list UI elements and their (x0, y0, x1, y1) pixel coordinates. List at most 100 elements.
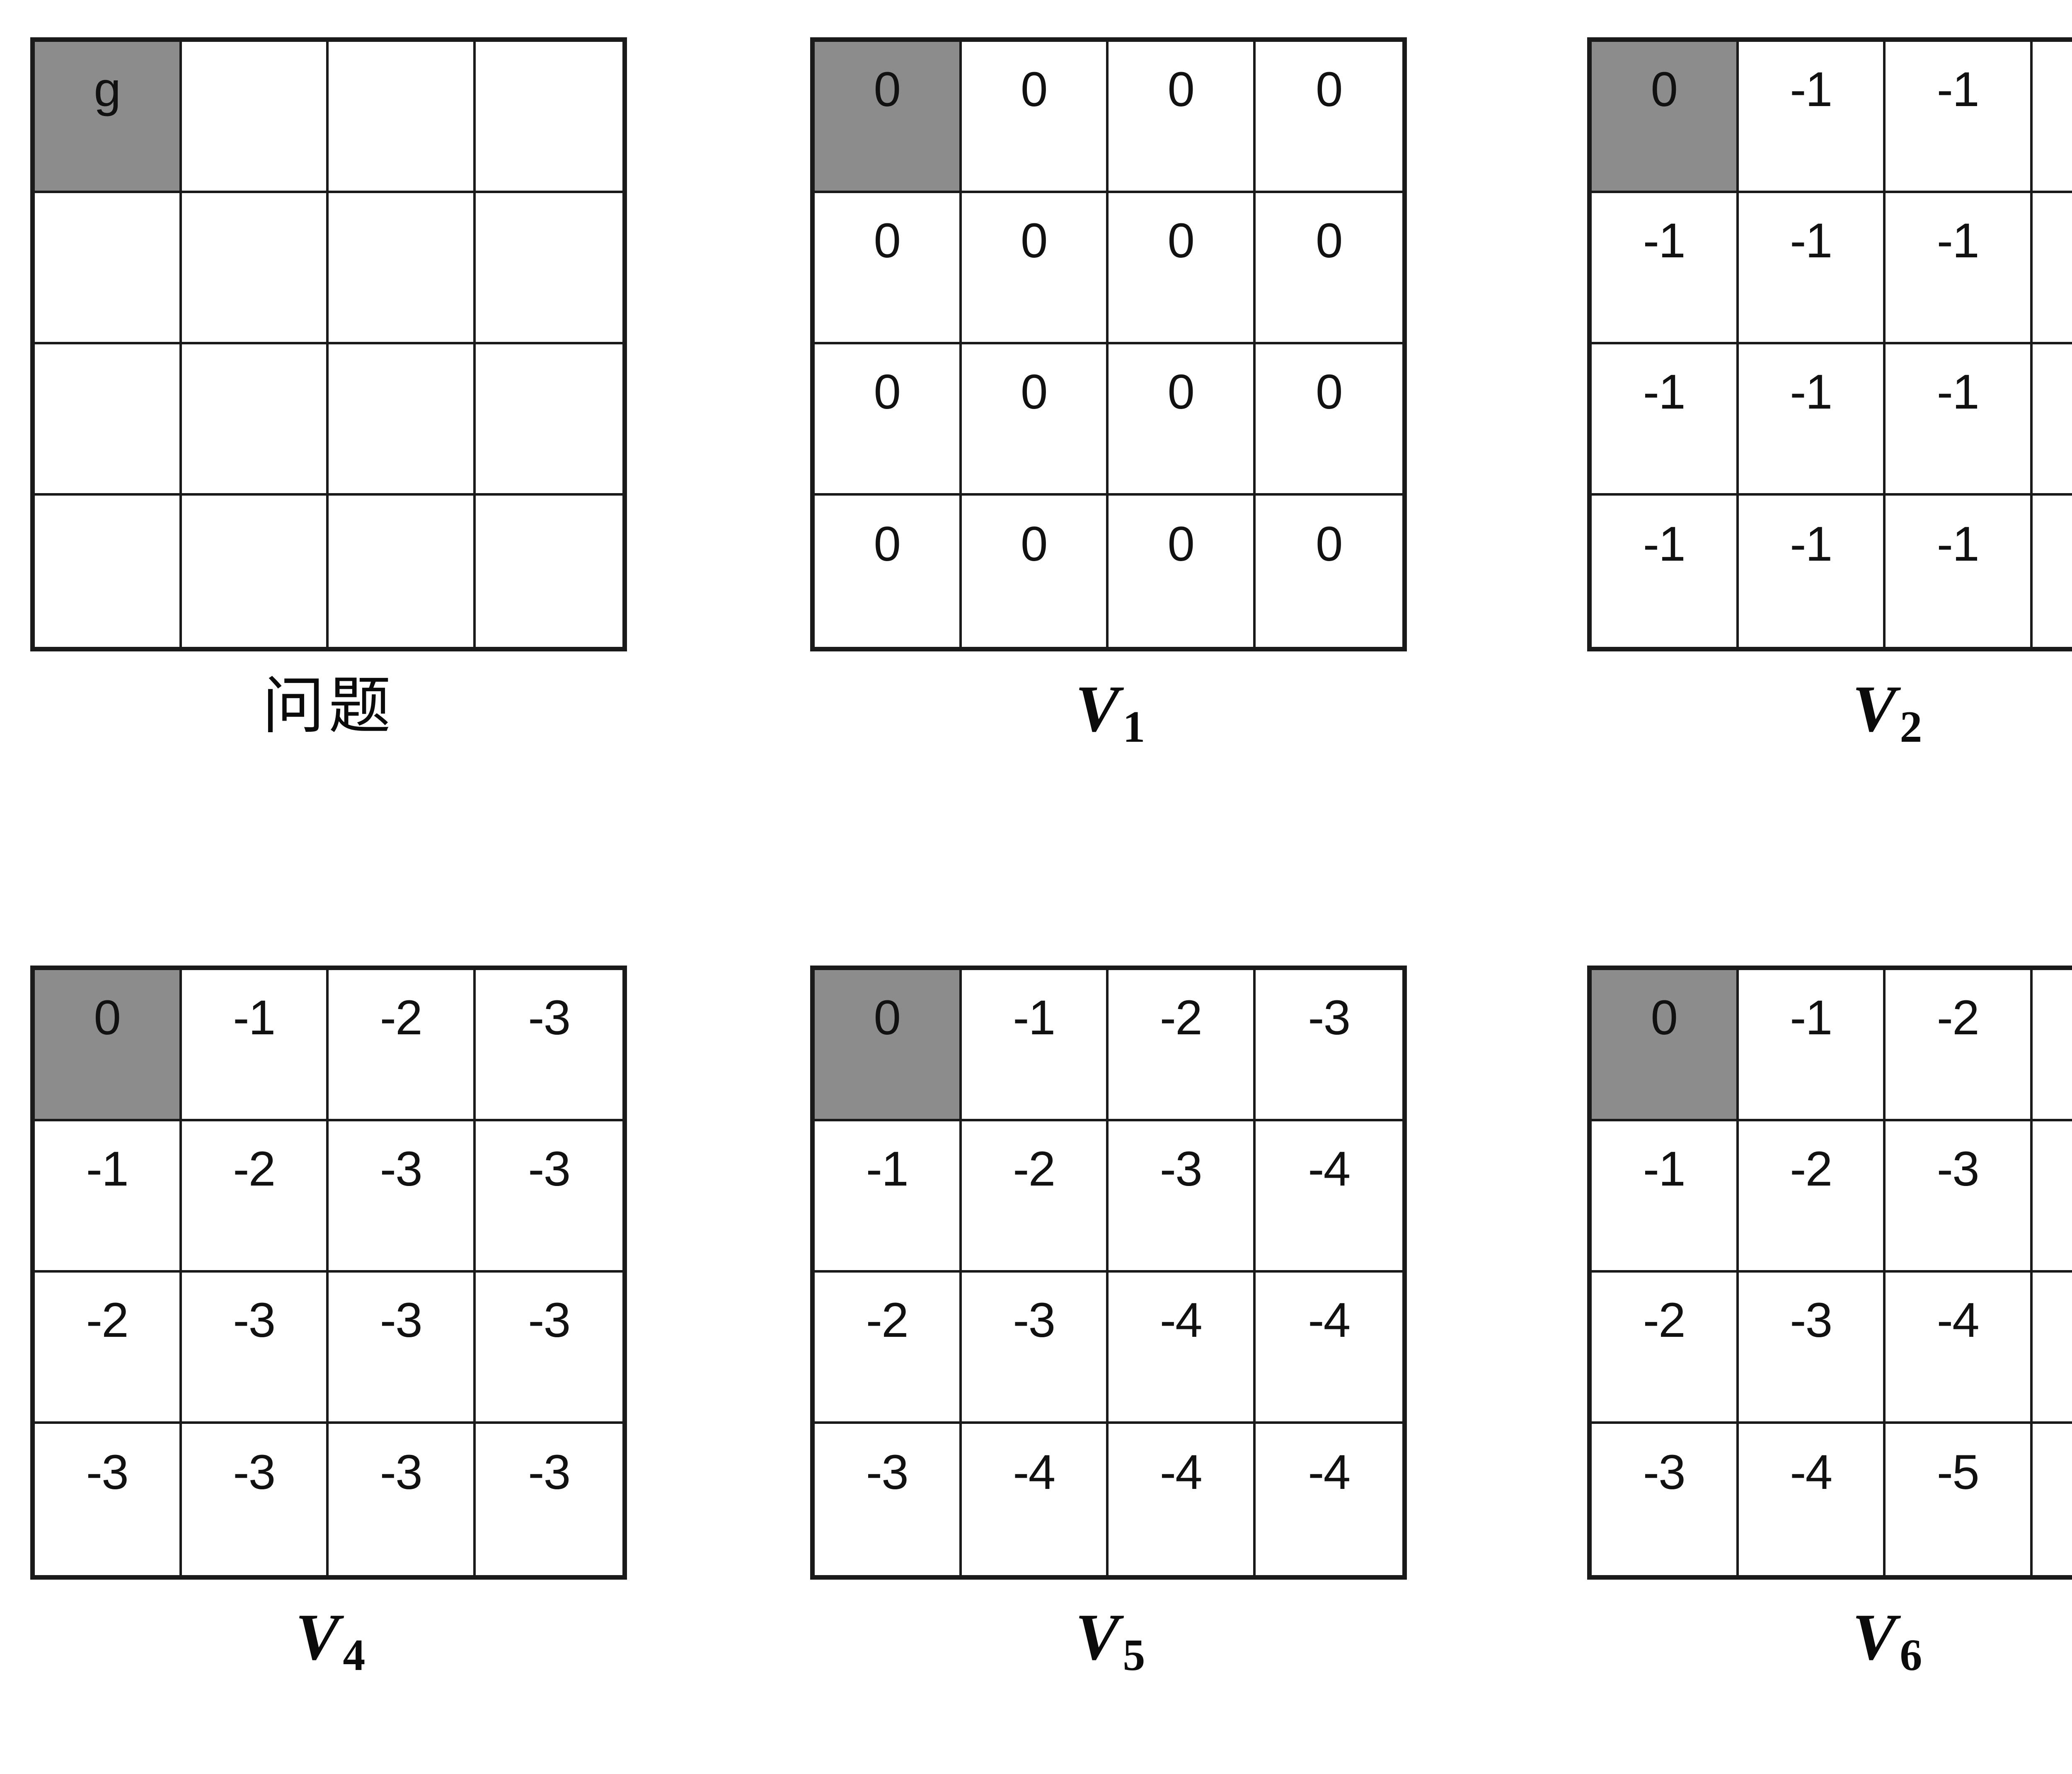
cell-value: -4 (1159, 1445, 1203, 1500)
grid-cell: -1 (1738, 970, 1886, 1121)
cell-value: 0 (1167, 62, 1195, 117)
cell-value: 0 (1167, 364, 1195, 419)
cell-value: 0 (1020, 62, 1048, 117)
caption-symbol: V (1075, 672, 1120, 745)
grid-cell: -3 (1886, 1121, 2033, 1273)
cell-value: 0 (874, 62, 901, 117)
cell-value: 0 (1020, 213, 1048, 268)
grid-cell: -1 (1592, 344, 1739, 496)
grid-cell: -1 (2032, 344, 2072, 496)
goal-cell: 0 (35, 970, 182, 1121)
cell-value: -4 (1308, 1292, 1351, 1348)
cell-value: -3 (380, 1292, 423, 1348)
grid-cell: -4 (1255, 1424, 1402, 1575)
grid-cell: -1 (1592, 193, 1739, 344)
grid-cell: 0 (815, 496, 962, 647)
grid-cell: 0 (815, 344, 962, 496)
cell-value: -1 (2033, 368, 2072, 416)
cell-value: -3 (1013, 1292, 1055, 1348)
grid-cell: 0 (1109, 42, 1256, 193)
grid-cell: -2 (1592, 1273, 1739, 1424)
grid-cell: -3 (2032, 970, 2072, 1121)
cell-value: -5 (2033, 1296, 2072, 1345)
grid-cell: 0 (961, 496, 1109, 647)
cell-value: -4 (1308, 1141, 1351, 1196)
cell-value: -1 (1790, 213, 1832, 268)
cell-value: 0 (1167, 516, 1195, 571)
caption-symbol: V (295, 1600, 340, 1674)
caption-subscript: 6 (1900, 1631, 1922, 1680)
grid-cell: -4 (1109, 1273, 1256, 1424)
grid-cell: -1 (1738, 344, 1886, 496)
cell-value: -2 (233, 1141, 276, 1196)
cell-value: -1 (1790, 516, 1832, 571)
grid-cell (329, 344, 476, 496)
figure-caption: 问题 (30, 675, 627, 738)
grid-cell: -1 (1592, 496, 1739, 647)
cell-value: -1 (2033, 216, 2072, 265)
cell-value: -4 (1936, 1292, 1980, 1348)
grid-cell: -1 (961, 970, 1109, 1121)
grid-cell: -1 (1886, 496, 2033, 647)
value-grid: g (30, 37, 627, 651)
grid-cell: -5 (1886, 1424, 2033, 1575)
cell-value: 0 (1315, 213, 1343, 268)
grid-cell: -4 (961, 1424, 1109, 1575)
cell-value: -1 (2033, 65, 2072, 114)
cell-value: 0 (1020, 364, 1048, 419)
grid-cell: -1 (1592, 1121, 1739, 1273)
cell-value: -3 (528, 1292, 571, 1348)
caption-symbol: V (1852, 1600, 1897, 1674)
caption-subscript: 1 (1123, 702, 1145, 752)
grid-cell: -3 (1738, 1273, 1886, 1424)
caption-subscript: 5 (1123, 1631, 1145, 1680)
cell-value: -3 (528, 990, 571, 1045)
figure-caption: V1 (810, 672, 1407, 750)
grid-cell: -3 (329, 1424, 476, 1575)
grid-cell (475, 344, 622, 496)
goal-cell: 0 (1592, 42, 1739, 193)
grid-cell: -2 (182, 1121, 329, 1273)
grid-cell: -3 (1109, 1121, 1256, 1273)
grid-cell: -4 (1886, 1273, 2033, 1424)
grid-cell: -4 (2032, 1121, 2072, 1273)
cell-value: -2 (1936, 990, 1980, 1045)
grid-cell (475, 496, 622, 647)
cell-value: -3 (380, 1445, 423, 1500)
cell-value: -5 (1936, 1445, 1980, 1500)
grid-cell: -1 (2032, 496, 2072, 647)
figure-caption: V5 (810, 1604, 1407, 1678)
cell-value: 0 (874, 516, 901, 571)
grid-cell: -3 (1592, 1424, 1739, 1575)
grid-cell: -3 (329, 1273, 476, 1424)
grid-cell: -3 (475, 1424, 622, 1575)
caption-label: 问题 (262, 672, 395, 741)
value-grid: 0-1-2-3-1-2-3-3-2-3-3-3-3-3-3-3 (30, 966, 627, 1580)
grid-cell (35, 344, 182, 496)
grid-cell: -1 (815, 1121, 962, 1273)
figure-caption: V6 (1587, 1604, 2072, 1678)
grid-cell: -1 (1886, 42, 2033, 193)
grid-cell: -4 (1255, 1121, 1402, 1273)
grid-cell: 0 (961, 42, 1109, 193)
cell-value: -2 (1643, 1292, 1686, 1348)
grid-cell: 0 (1255, 496, 1402, 647)
grid-cell: 0 (1109, 344, 1256, 496)
grid-cell: -1 (2032, 193, 2072, 344)
cell-value: -3 (866, 1445, 909, 1500)
grid-cell: -1 (35, 1121, 182, 1273)
cell-value: -1 (1936, 213, 1980, 268)
cell-value: -4 (1790, 1445, 1832, 1500)
grid-cell: 0 (1109, 496, 1256, 647)
cell-value: -3 (1643, 1445, 1686, 1500)
caption-subscript: 2 (1900, 702, 1922, 752)
grid-cell: 0 (1109, 193, 1256, 344)
cell-value: -1 (233, 990, 276, 1045)
grid-cell (35, 496, 182, 647)
cell-value: -4 (1308, 1445, 1351, 1500)
cell-value: -1 (1790, 990, 1832, 1045)
grid-cell: -3 (475, 970, 622, 1121)
cell-value: g (94, 62, 121, 117)
grid-cell: -3 (475, 1121, 622, 1273)
